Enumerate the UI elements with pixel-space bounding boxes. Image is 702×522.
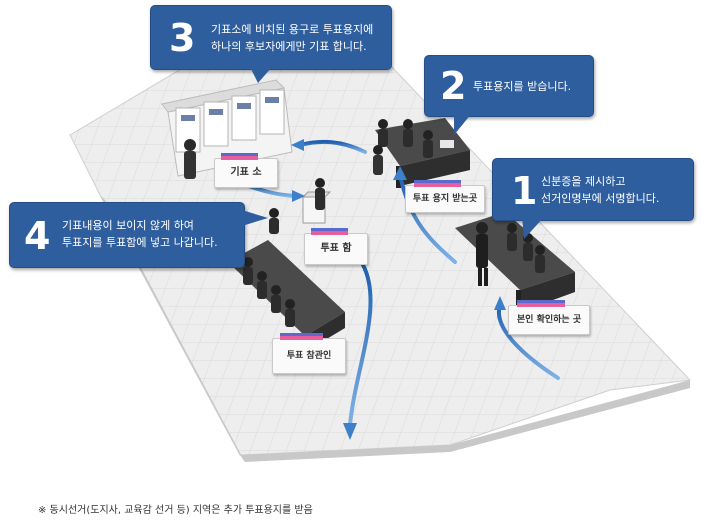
arrow-entry	[496, 303, 560, 380]
sign-voting-booth: 기표 소	[214, 153, 278, 188]
step-4-number: 4	[24, 214, 51, 258]
footnote: ※ 동시선거(도지사, 교육감 선거 등) 지역은 추가 투표용지를 받음	[38, 505, 313, 516]
step-3-callout-tail	[250, 67, 272, 83]
ballot-box	[269, 178, 332, 234]
arrow-exit	[348, 263, 373, 427]
step-2-number: 2	[440, 64, 467, 108]
step-4-text: 기표내용이 보이지 않게 하여 투표지를 투표함에 넣고 나갑니다.	[62, 219, 218, 249]
step-1-callout-tail	[522, 217, 544, 239]
step-2-callout-tail	[454, 113, 472, 135]
sign-ballot-box: 투표 함	[304, 228, 368, 265]
step-3-text: 기표소에 비치된 용구로 투표용지에 하나의 후보자에게만 기표 합니다.	[211, 23, 374, 53]
voting-booths	[161, 79, 293, 179]
step-2-text: 투표용지를 받습니다.	[473, 80, 572, 93]
step-4-callout: 4 기표내용이 보이지 않게 하여 투표지를 투표함에 넣고 나갑니다.	[9, 202, 245, 268]
sign-ballot-pickup: 투표 용지 받는곳	[405, 180, 485, 213]
sign-observers: 투표 참관인	[272, 333, 346, 374]
arrow-to-pickup	[398, 173, 457, 264]
ballot-pickup-table	[373, 118, 470, 188]
step-1-number: 1	[511, 169, 538, 213]
step-2-callout: 2 투표용지를 받습니다.	[424, 55, 594, 117]
step-3-callout: 3 기표소에 비치된 용구로 투표용지에 하나의 후보자에게만 기표 합니다.	[150, 5, 392, 70]
sign-id-check: 본인 확인하는 곳	[508, 300, 590, 335]
step-4-callout-tail	[242, 210, 268, 226]
arrowheads	[291, 139, 506, 440]
step-1-text: 신분증을 제시하고 선거인명부에 서명합니다.	[541, 175, 660, 205]
arrow-to-booth	[298, 139, 367, 154]
step-1-callout: 1 신분증을 제시하고 선거인명부에 서명합니다.	[492, 158, 694, 221]
step-3-number: 3	[169, 16, 196, 60]
